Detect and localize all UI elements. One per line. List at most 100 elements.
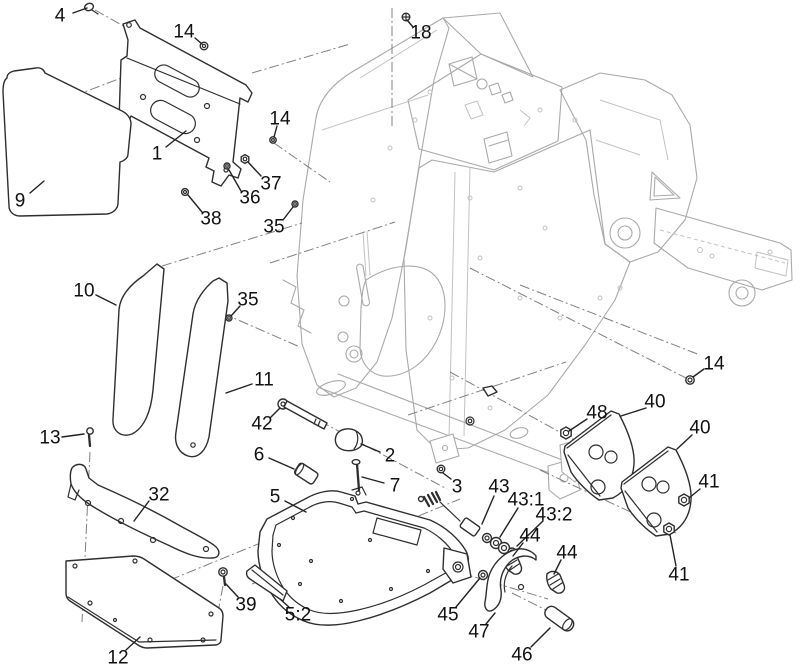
callout-4: 4 <box>55 6 66 27</box>
part-42-bolt <box>277 398 328 430</box>
leader-line-48 <box>568 418 588 432</box>
leader-line-37 <box>247 161 262 177</box>
leader-line-3 <box>442 472 452 480</box>
leader-line-6 <box>268 457 295 470</box>
leader-line-7 <box>361 476 385 484</box>
callout-35: 35 <box>237 290 258 311</box>
part-37-nut <box>240 153 250 165</box>
parts-layer <box>2 2 695 649</box>
callout-11: 11 <box>254 370 274 391</box>
part-48-nut <box>560 426 572 440</box>
callout-37: 37 <box>260 174 281 195</box>
part-7-pin <box>351 458 361 492</box>
part-40-bracket-2 <box>620 446 692 537</box>
leader-line-43-2 <box>516 520 544 547</box>
callout-10: 10 <box>73 281 94 302</box>
leader-line-45 <box>455 577 481 608</box>
part-2-plug <box>334 428 364 452</box>
callout-40: 40 <box>689 418 710 439</box>
leader-line-13 <box>61 433 85 438</box>
part-6-spacer <box>293 462 319 485</box>
leader-line-35 <box>230 305 241 317</box>
callout-3: 3 <box>452 477 463 498</box>
leader-line-43-1 <box>499 507 519 538</box>
part-5-front-frame <box>257 486 472 626</box>
callout-42: 42 <box>251 414 272 435</box>
assembly-axis-lines <box>44 8 701 623</box>
part-35-screw-top <box>291 200 299 208</box>
callout-14: 14 <box>269 109 291 130</box>
part-13-bolt <box>86 427 94 448</box>
part-38-screw <box>180 187 190 197</box>
callout-43: 43 <box>488 477 509 498</box>
leader-line-11 <box>225 383 253 394</box>
leader-line-10 <box>95 294 117 306</box>
leader-line-46 <box>530 627 551 648</box>
leader-line-9 <box>29 180 45 194</box>
callout-38: 38 <box>200 209 221 230</box>
part-11-shield <box>174 277 229 458</box>
callout-41: 41 <box>668 565 689 586</box>
part-12-floor-plate <box>65 555 224 649</box>
part-18-screw <box>401 12 411 22</box>
leader-line-35 <box>282 206 294 221</box>
part-39-bolt <box>218 567 228 587</box>
leader-line-12 <box>125 636 141 651</box>
callout-36: 36 <box>239 188 260 209</box>
leader-line-14 <box>692 368 705 378</box>
leader-line-4 <box>72 7 88 14</box>
callout-18: 18 <box>410 23 431 44</box>
callout-41: 41 <box>698 472 719 493</box>
callout-12: 12 <box>107 648 128 668</box>
callout-45: 45 <box>437 605 458 626</box>
leader-line-41 <box>688 488 701 499</box>
callout-5: 5 <box>270 487 281 508</box>
part-3-screw <box>436 464 446 474</box>
leader-line-5-2 <box>279 598 291 609</box>
part-44-spring-2 <box>546 570 566 594</box>
callout-2: 2 <box>385 446 396 467</box>
leader-line-39 <box>225 583 239 598</box>
callout-14: 14 <box>703 354 725 375</box>
part-36-washer <box>223 162 231 170</box>
part-10-shield <box>112 263 165 436</box>
part-41-nut-2 <box>663 522 675 536</box>
part-35-screw-mid <box>225 314 233 322</box>
callout-9: 9 <box>15 191 26 212</box>
callout-35: 35 <box>263 217 284 238</box>
part-45-washer <box>477 569 489 581</box>
leader-line-1 <box>165 130 187 148</box>
callout-32: 32 <box>148 485 169 506</box>
callout-14: 14 <box>173 22 195 43</box>
leader-line-44 <box>512 542 524 557</box>
leader-line-36 <box>228 169 242 192</box>
leader-line-41 <box>669 534 677 567</box>
part-14-screw-mid <box>269 136 277 144</box>
leader-line-14 <box>194 37 203 45</box>
leader-line-5 <box>284 500 307 513</box>
callout-43-1: 43:1 <box>508 490 545 511</box>
part-5-2-wear-strip <box>245 564 288 602</box>
callout-48: 48 <box>586 403 607 424</box>
callout-43-2: 43:2 <box>536 505 573 526</box>
leader-line-42 <box>269 407 281 419</box>
callout-44: 44 <box>519 526 541 547</box>
part-46-pin <box>544 605 575 632</box>
leader-line-2 <box>360 443 381 453</box>
leader-line-14 <box>273 125 278 138</box>
machine-frame-linework <box>282 12 793 500</box>
part-9-panel <box>2 67 132 217</box>
callout-40: 40 <box>644 392 665 413</box>
callout-44: 44 <box>556 543 578 564</box>
frame-clip-detail <box>465 385 498 426</box>
callout-1: 1 <box>152 144 163 165</box>
callout-46: 46 <box>511 645 532 666</box>
part-43-cable-assembly <box>417 490 517 557</box>
callout-39: 39 <box>235 595 256 616</box>
leader-line-40 <box>676 434 693 450</box>
leader-line-38 <box>187 194 203 213</box>
callout-13: 13 <box>39 428 60 449</box>
part-1-mount-plate <box>118 19 253 187</box>
callout-5-2: 5:2 <box>285 605 311 626</box>
